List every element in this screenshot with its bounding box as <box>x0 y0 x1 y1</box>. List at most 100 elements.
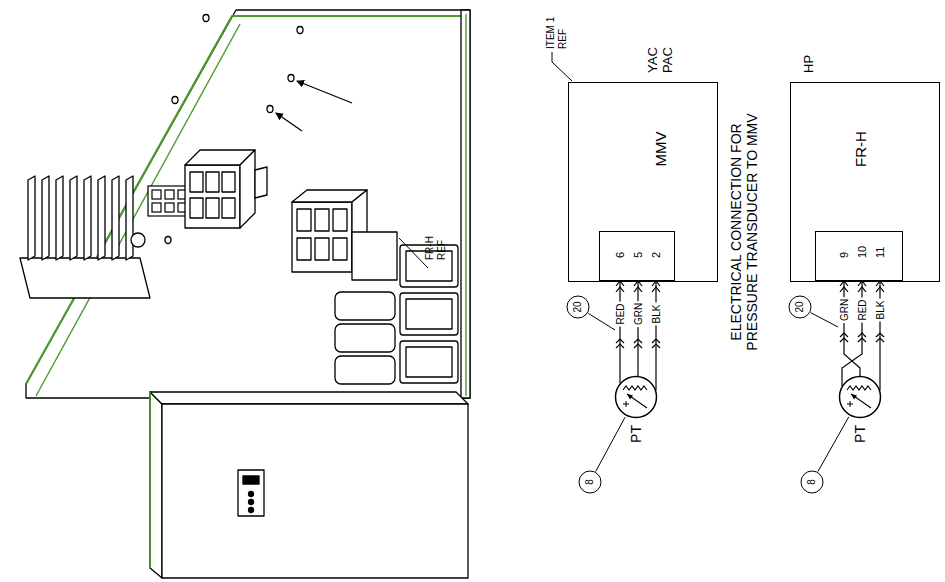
callout-number: 20 <box>794 301 806 312</box>
reference-note: FR-H REF <box>424 220 447 260</box>
wire-color: GRN <box>839 297 850 323</box>
unit-heading: YAC PAC <box>646 47 676 73</box>
heat-sink-fin <box>84 176 91 260</box>
heat-sink <box>20 176 150 298</box>
heat-sink-fin <box>126 176 133 260</box>
enclosure-top <box>150 392 468 404</box>
leader-line <box>552 52 572 81</box>
indicator-dot <box>249 492 254 497</box>
relay <box>400 341 458 383</box>
connector-cavity <box>297 238 311 260</box>
wire-color: GRN <box>633 301 644 327</box>
panel-plate <box>26 10 470 398</box>
heat-sink-knob <box>131 233 145 247</box>
pin-number: 10 <box>856 246 869 258</box>
wire-color: RED <box>615 301 626 326</box>
pin-number: 9 <box>838 252 851 258</box>
mount-hole <box>297 27 303 34</box>
install-arrow <box>276 113 302 131</box>
mount-hole <box>172 97 178 104</box>
connector-cavity <box>222 172 235 192</box>
connector-cavity <box>315 238 329 260</box>
callout-balloon <box>567 296 589 318</box>
inline-connector <box>876 333 884 342</box>
connector-side <box>240 150 255 228</box>
pin-number: 6 <box>614 252 627 258</box>
wire-color: BLK <box>875 299 886 322</box>
wire <box>655 281 656 391</box>
connector-cavity <box>333 209 347 231</box>
callout-number: 20 <box>572 301 584 312</box>
connector-cavity <box>333 238 347 260</box>
display-window <box>238 470 264 516</box>
relay-base <box>335 324 395 352</box>
connector-cavity <box>206 198 219 218</box>
heat-sink-base <box>20 258 150 298</box>
pin-number: 11 <box>874 247 887 258</box>
panel-flange <box>36 24 240 396</box>
terminal <box>165 190 174 199</box>
transducer-symbol <box>614 375 658 419</box>
enclosure-front <box>162 404 468 578</box>
inline-connector <box>616 339 624 348</box>
terminal <box>152 190 161 199</box>
component-label: PT <box>852 425 868 443</box>
heat-sink-fin <box>70 176 77 260</box>
indicator-dot <box>249 508 254 513</box>
leader-line <box>399 238 428 268</box>
pressure-transducer: PT <box>838 375 882 419</box>
unit-heading: HP <box>802 55 817 73</box>
connector-cavity <box>206 172 219 192</box>
leader-line <box>588 313 615 330</box>
panel-edge <box>461 10 470 398</box>
wire <box>637 281 638 376</box>
variable-arrow-head <box>851 394 857 400</box>
connector-cavity <box>190 172 203 192</box>
relay-base <box>335 356 395 384</box>
connector-cavity <box>297 209 311 231</box>
mount-hole <box>288 75 294 82</box>
connector-latch <box>255 167 267 198</box>
pin-number: 2 <box>650 252 663 258</box>
wire <box>844 281 860 376</box>
relay-base <box>335 292 395 320</box>
connector-housing <box>185 150 267 228</box>
variable-arrow-head <box>627 394 633 400</box>
wire <box>619 281 620 383</box>
enclosure <box>150 392 468 578</box>
resistor-symbol <box>847 386 871 390</box>
resistor-symbol <box>623 386 647 390</box>
relay-face <box>406 299 452 329</box>
inline-connector <box>652 339 660 348</box>
panel-flange <box>465 14 466 396</box>
relay-bank <box>335 245 458 384</box>
heat-sink-fin <box>56 176 63 260</box>
terminal-strip: 9 10 11 <box>815 231 903 281</box>
enclosure-side <box>150 392 162 578</box>
callout-balloon <box>789 296 811 318</box>
leader-line <box>818 417 849 472</box>
inline-connector <box>858 333 866 342</box>
heat-sink-fin <box>112 176 119 260</box>
callout-balloon <box>579 471 601 493</box>
terminal <box>152 203 161 212</box>
inline-connector <box>840 333 848 342</box>
terminal <box>165 203 174 212</box>
pressure-transducer: PT <box>614 375 658 419</box>
heat-sink-fin <box>28 176 35 260</box>
plus-sign <box>847 401 853 407</box>
wire <box>879 281 880 391</box>
transducer-outline <box>616 377 657 418</box>
connector-front <box>292 202 352 272</box>
callout-balloon <box>801 471 823 493</box>
connector-latch-box <box>352 232 397 280</box>
inline-connector <box>634 339 642 348</box>
connector-cavity <box>315 209 329 231</box>
callout-number: 8 <box>806 479 818 485</box>
variable-arrow <box>851 394 871 408</box>
connector-housing <box>292 190 397 280</box>
connector-cavity <box>190 198 203 218</box>
reference-note: ITEM 1 REF <box>545 5 568 49</box>
heat-sink-fin <box>42 176 49 260</box>
